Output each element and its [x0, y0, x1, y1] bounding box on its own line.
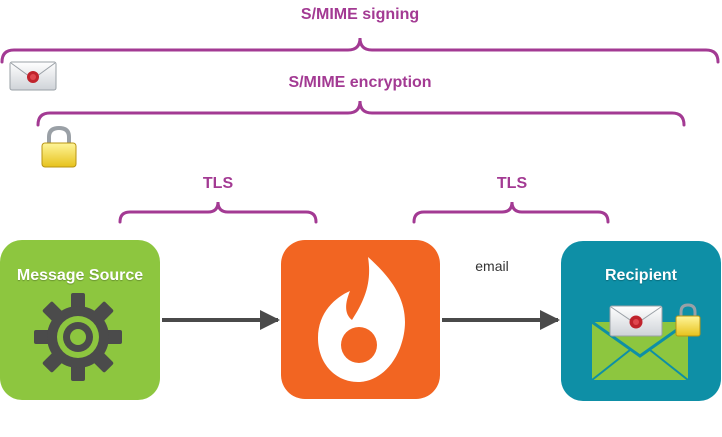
tls-left-brace: [118, 201, 318, 224]
tls-right-brace: [412, 201, 610, 224]
padlock-icon: [41, 125, 77, 168]
smime-signing-brace: [0, 37, 720, 64]
email-edge-label: email: [475, 258, 509, 274]
message-source-label: Message Source: [16, 267, 144, 284]
smime-signing-label: S/MIME signing: [300, 6, 420, 23]
flame-logo-icon: [318, 257, 405, 382]
recipient-signed-envelope-icon: [609, 305, 663, 337]
recipient-label: Recipient: [604, 267, 678, 284]
smime-encryption-brace: [36, 100, 686, 127]
smime-encryption-label: S/MIME encryption: [288, 74, 432, 91]
signed-envelope-icon: [9, 61, 57, 91]
recipient-padlock-icon: [675, 303, 701, 337]
tls-right-label: TLS: [496, 175, 528, 192]
gear-icon: [34, 293, 122, 381]
tls-left-label: TLS: [202, 175, 234, 192]
